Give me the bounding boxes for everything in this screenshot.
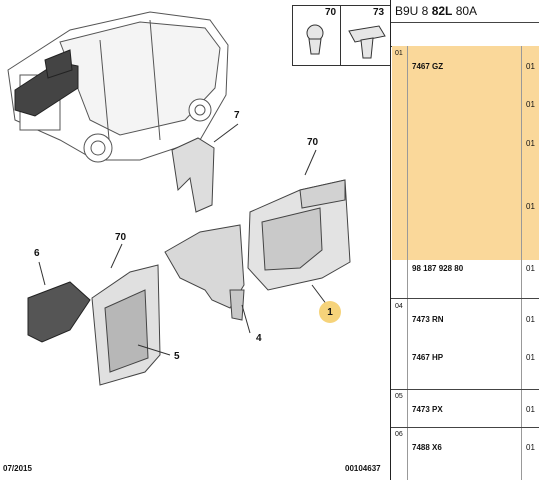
callout-5: 5: [174, 351, 180, 362]
pillar-trim-part: [171, 137, 215, 213]
diagram-drawing: [7, 11, 351, 386]
row-qty: 01: [526, 264, 535, 273]
row-qty: 01: [526, 62, 535, 71]
header-rule: [391, 22, 539, 23]
row-qty: 01: [526, 443, 535, 452]
row-ref: 7488 X6: [412, 443, 442, 452]
row-index: 05: [395, 393, 403, 400]
fastener-icons: [306, 24, 386, 59]
row-rule-06: [391, 427, 539, 428]
inset-divider: [340, 6, 341, 65]
callout-7: 7: [234, 110, 240, 121]
row-qty: 01: [526, 405, 535, 414]
callout-1: 1: [327, 306, 333, 318]
row-ref: 7473 RN: [412, 315, 444, 324]
fastener-inset: 70 73: [292, 5, 391, 66]
side-panel-part: [247, 179, 351, 291]
wheel-arch-trim-part: [164, 224, 245, 321]
row-qty: 01: [526, 139, 535, 148]
vehicle-code-header: B9U 8 82L 80A: [395, 4, 477, 18]
clip-fastener-icon: [306, 24, 324, 55]
footer-date: 07/2015: [3, 464, 32, 473]
lower-panel-part: [91, 264, 161, 386]
callout-1-badge: 1: [319, 301, 341, 323]
rivet-fastener-icon: [348, 25, 386, 59]
row-qty: 01: [526, 315, 535, 324]
leader-lines: [38, 123, 328, 356]
header-prefix: B9U 8: [395, 4, 432, 18]
row-qty: 01: [526, 353, 535, 362]
callout-70-upper: 70: [307, 137, 319, 148]
row-ref: 98 187 928 80: [412, 264, 464, 273]
inset-number-73: 73: [373, 7, 385, 18]
column-sep-qty: [521, 46, 522, 480]
small-cover-part: [27, 281, 91, 343]
row-index: 06: [395, 431, 403, 438]
callout-4: 4: [256, 333, 262, 344]
callout-6: 6: [34, 248, 40, 259]
row-qty: 01: [526, 100, 535, 109]
footer-ref: 00104637: [345, 464, 381, 473]
header-bold: 82L: [431, 4, 453, 18]
row-rule-05: [391, 389, 539, 390]
row-qty: 01: [526, 202, 535, 211]
van-trim-highlight: [14, 49, 79, 117]
callout-70-lower: 70: [115, 232, 127, 243]
row-ref: 7467 HP: [412, 353, 444, 362]
column-sep-index: [407, 46, 408, 480]
row-index: 04: [395, 303, 403, 310]
row-ref: 7467 GZ: [412, 62, 444, 71]
inset-number-70: 70: [325, 7, 337, 18]
row-index: 01: [395, 50, 403, 57]
parts-list-panel: B9U 8 82L 80A 01 7467 GZ 01 01 01 01 98 …: [390, 0, 539, 480]
van-illustration: [7, 11, 229, 163]
selected-group-highlight: [392, 46, 539, 260]
exploded-parts-diagram: 7 70 6 70 4 5 1 70 73 07/2015 00104637: [3, 5, 391, 473]
header-suffix: 80A: [452, 4, 478, 18]
row-rule-04: [391, 298, 539, 299]
row-ref: 7473 PX: [412, 405, 443, 414]
